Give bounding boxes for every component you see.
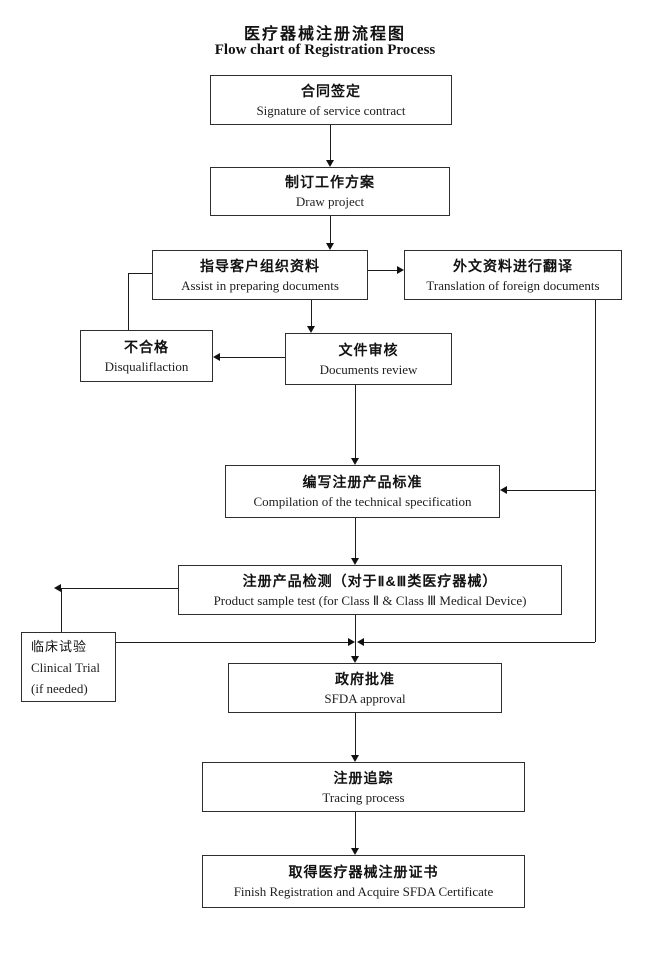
arrowhead-review-disqualification — [213, 353, 220, 361]
arrowhead-clinical-approval-junction — [348, 638, 355, 646]
arrowhead-sampletest-approval — [351, 656, 359, 663]
connector-sampletest-clinical-vline — [61, 588, 62, 632]
node-specification-label-en: Compilation of the technical specificati… — [253, 494, 472, 509]
node-approval-label-en: SFDA approval — [324, 690, 406, 706]
node-translation-label-en: Translation of foreign documents — [426, 277, 600, 293]
node-certificate-label-en: Finish Registration and Acquire SFDA Cer… — [233, 884, 494, 899]
connector-tracing-certificate-line — [355, 812, 356, 849]
arrowhead-review-specification — [351, 458, 359, 465]
node-project-label-zh: 制订工作方案 — [285, 174, 375, 190]
node-clinical-label-note: (if needed) — [31, 680, 88, 696]
node-disqualification-label-zh: 不合格 — [124, 338, 169, 355]
connector-translation-specification-line — [507, 490, 595, 491]
arrowhead-approval-tracing — [351, 755, 359, 762]
connector-translation-approval-junction-line — [364, 642, 595, 643]
connector-disqualification-assist-hline — [128, 273, 152, 274]
arrowhead-tracing-certificate — [351, 848, 359, 855]
node-disqualification-label-en: Disqualiflaction — [104, 358, 189, 374]
arrowhead-specification-sampletest — [351, 558, 359, 565]
node-clinical-label-zh: 临床试验 — [31, 638, 88, 654]
arrowhead-project-assist — [326, 243, 334, 250]
node-certificate: 取得医疗器械注册证书 Finish Registration and Acqui… — [202, 855, 525, 908]
node-clinical-trial: 临床试验 Clinical Trial (if needed) — [21, 632, 116, 702]
connector-translation-branch-vline — [595, 300, 596, 642]
connector-review-specification-line — [355, 385, 356, 459]
arrowhead-contract-project — [326, 160, 334, 167]
node-contract: 合同签定 Signature of service contract — [210, 75, 452, 125]
node-sample-test-label-zh: 注册产品检测（对于Ⅱ&Ⅲ类医疗器械） — [242, 572, 498, 589]
node-tracing-label-en: Tracing process — [322, 789, 405, 805]
node-contract-label-en: Signature of service contract — [256, 102, 406, 118]
connector-disqualification-assist-vline — [128, 273, 129, 330]
node-certificate-label-zh: 取得医疗器械注册证书 — [288, 864, 439, 880]
arrowhead-sampletest-clinical — [54, 584, 61, 592]
node-contract-label-zh: 合同签定 — [301, 82, 361, 99]
node-sample-test-label-en: Product sample test (for Class Ⅱ & Class… — [213, 592, 527, 608]
node-project-label-en: Draw project — [295, 194, 365, 209]
node-translation-label-zh: 外文资料进行翻译 — [453, 257, 573, 274]
node-assist-label-zh: 指导客户组织资料 — [200, 257, 320, 274]
arrowhead-translation-specification — [500, 486, 507, 494]
connector-review-disqualification-line — [220, 357, 285, 358]
node-review-label-en: Documents review — [319, 361, 418, 377]
node-review-label-zh: 文件审核 — [338, 341, 399, 358]
connector-specification-sampletest-line — [355, 518, 356, 558]
node-sample-test: 注册产品检测（对于Ⅱ&Ⅲ类医疗器械） Product sample test (… — [178, 565, 562, 615]
node-specification-label-zh: 编写注册产品标准 — [302, 474, 423, 490]
connector-sampletest-approval-line — [355, 615, 356, 656]
node-translation: 外文资料进行翻译 Translation of foreign document… — [404, 250, 622, 300]
node-disqualification: 不合格 Disqualiflaction — [80, 330, 213, 382]
node-clinical-label-en: Clinical Trial — [31, 659, 100, 675]
connector-assist-translation-line — [368, 270, 398, 271]
node-assist: 指导客户组织资料 Assist in preparing documents — [152, 250, 368, 300]
node-tracing: 注册追踪 Tracing process — [202, 762, 525, 812]
connector-approval-tracing-line — [355, 713, 356, 756]
node-approval: 政府批准 SFDA approval — [228, 663, 502, 713]
arrowhead-assist-translation — [397, 266, 404, 274]
page-title-en: Flow chart of Registration Process — [214, 42, 436, 58]
node-approval-label-zh: 政府批准 — [335, 670, 395, 687]
node-project: 制订工作方案 Draw project — [210, 167, 450, 216]
node-tracing-label-zh: 注册追踪 — [333, 769, 394, 786]
node-review: 文件审核 Documents review — [285, 333, 452, 385]
connector-clinical-approval-junction-line — [116, 642, 348, 643]
connector-project-assist-line — [330, 216, 331, 244]
connector-contract-project-line — [330, 125, 331, 161]
arrowhead-translation-approval-junction — [357, 638, 364, 646]
node-assist-label-en: Assist in preparing documents — [181, 277, 339, 293]
page-title-zh: 医疗器械注册流程图 — [243, 26, 406, 43]
arrowhead-assist-review — [307, 326, 315, 333]
connector-sampletest-clinical-hline — [61, 588, 178, 589]
node-specification: 编写注册产品标准 Compilation of the technical sp… — [225, 465, 500, 518]
connector-assist-review-line — [311, 300, 312, 327]
